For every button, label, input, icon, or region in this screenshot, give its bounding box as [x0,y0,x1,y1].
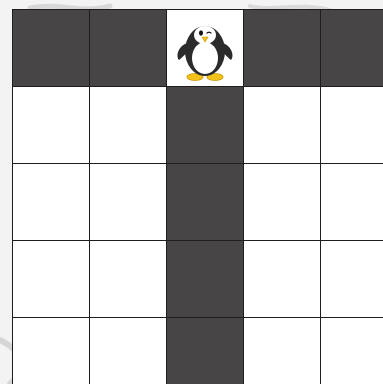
grid-cell-dark[interactable] [167,241,243,317]
grid-cell-light[interactable] [90,241,166,317]
grid-cell-dark[interactable] [13,10,89,86]
grid-cell-light[interactable] [244,87,320,163]
grid-cell-dark[interactable] [167,164,243,240]
grid-cell-light[interactable] [244,164,320,240]
grid-cell-light[interactable] [90,318,166,384]
grid-cell-dark[interactable] [321,10,383,86]
grid-cell-light[interactable] [321,318,383,384]
grid-cell-dark[interactable] [167,87,243,163]
grid-cell-dark[interactable] [244,10,320,86]
grid-cell-light[interactable] [13,318,89,384]
grid-cell-light[interactable] [90,164,166,240]
grid-cell-light[interactable] [244,241,320,317]
grid-cell-light[interactable] [321,164,383,240]
grid-cell-dark[interactable] [90,10,166,86]
grid-cell-light[interactable] [244,318,320,384]
grid-cell-light[interactable] [321,87,383,163]
penguin-icon [173,13,237,83]
grid-cell-light[interactable] [321,241,383,317]
grid-cell-light[interactable] [13,241,89,317]
grid-cell-dark[interactable] [167,318,243,384]
grid-cell-light[interactable] [13,87,89,163]
grid-cell-penguin[interactable] [167,10,243,86]
grid-cell-light[interactable] [13,164,89,240]
grid-cell-light[interactable] [90,87,166,163]
game-board [12,9,383,384]
